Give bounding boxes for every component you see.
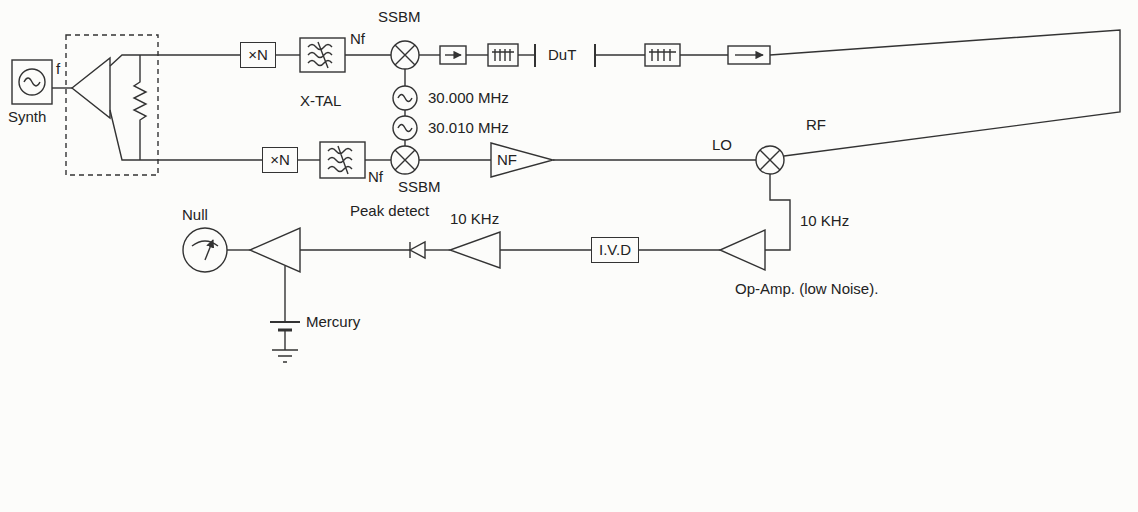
node-text: NF bbox=[497, 151, 517, 169]
meter-symbol bbox=[183, 228, 227, 272]
mixer-symbol bbox=[756, 146, 784, 174]
isolator-box bbox=[728, 46, 770, 64]
wire bbox=[130, 54, 240, 55]
wire bbox=[284, 266, 285, 322]
signal-label: f bbox=[56, 60, 60, 78]
filter-waves bbox=[328, 146, 352, 174]
signal-label: Null bbox=[182, 206, 208, 224]
wire bbox=[130, 159, 262, 160]
amplifier-symbol bbox=[450, 232, 500, 268]
filter-waves bbox=[308, 42, 332, 68]
signal-label: LO bbox=[712, 136, 732, 154]
filter-box bbox=[488, 44, 518, 66]
node-text: ×N bbox=[270, 151, 290, 169]
oscillator-symbol bbox=[393, 116, 417, 140]
signal-label: Peak detect bbox=[350, 202, 429, 220]
wire bbox=[110, 55, 130, 66]
wire bbox=[365, 159, 391, 160]
wire bbox=[419, 159, 491, 160]
sine-symbol bbox=[24, 78, 40, 86]
signal-label: RF bbox=[806, 116, 826, 134]
mixer-symbol bbox=[391, 41, 419, 69]
signal-label: Op-Amp. (low Noise). bbox=[735, 280, 878, 298]
wire bbox=[765, 174, 790, 250]
wire bbox=[345, 54, 391, 55]
signal-label: Synth bbox=[8, 108, 46, 126]
wire bbox=[298, 159, 320, 160]
ground-symbol bbox=[272, 350, 298, 362]
signal-label: 30.010 MHz bbox=[428, 119, 509, 137]
splitter-outline bbox=[66, 35, 158, 175]
synth-symbol bbox=[19, 69, 45, 95]
wire bbox=[425, 249, 450, 250]
wire bbox=[227, 249, 250, 250]
wire bbox=[680, 54, 728, 55]
mixer-symbol bbox=[391, 146, 419, 174]
mixer-cross bbox=[760, 150, 780, 170]
wire bbox=[300, 249, 410, 250]
amplifier-symbol bbox=[250, 228, 300, 272]
amplifier-symbol bbox=[491, 143, 553, 177]
wire bbox=[466, 54, 488, 55]
synth-box bbox=[12, 60, 52, 104]
wire bbox=[276, 54, 300, 55]
signal-label: SSBM bbox=[398, 178, 441, 196]
wire bbox=[110, 110, 130, 160]
wire bbox=[419, 54, 440, 55]
multiplier-box: ×N bbox=[262, 147, 298, 173]
resistor-symbol bbox=[134, 55, 146, 160]
amplifier-symbol bbox=[720, 230, 765, 270]
signal-label: Mercury bbox=[306, 313, 360, 331]
signal-label: X-TAL bbox=[300, 92, 341, 110]
wire bbox=[404, 69, 405, 86]
oscillator-symbol bbox=[393, 86, 417, 110]
connector-bar bbox=[534, 44, 536, 67]
isolator-arrow bbox=[735, 54, 763, 55]
meter-needle bbox=[205, 240, 213, 260]
wire bbox=[595, 54, 645, 55]
splitter-symbol bbox=[72, 58, 110, 118]
signal-label: 10 KHz bbox=[450, 210, 499, 228]
diode-symbol bbox=[410, 242, 425, 258]
ivd-box: I.V.D bbox=[591, 237, 639, 263]
filter-ticks bbox=[492, 49, 514, 61]
signal-label: 10 KHz bbox=[800, 212, 849, 230]
sine-symbol bbox=[398, 125, 412, 132]
wire bbox=[404, 110, 405, 116]
isolator-box bbox=[440, 46, 466, 64]
filter-ticks bbox=[649, 49, 676, 61]
wire bbox=[52, 87, 72, 88]
multiplier-box: ×N bbox=[240, 42, 276, 68]
filter-symbol bbox=[300, 38, 345, 72]
isolator-arrow bbox=[445, 54, 461, 55]
node-text: ×N bbox=[248, 46, 268, 64]
filter-box bbox=[645, 44, 680, 66]
wire bbox=[770, 30, 1120, 156]
mixer-cross bbox=[395, 45, 415, 65]
wire bbox=[518, 54, 535, 55]
signal-label: DuT bbox=[548, 46, 576, 64]
wire bbox=[404, 140, 405, 146]
signal-label: Nf bbox=[350, 30, 365, 48]
signal-label: 30.000 MHz bbox=[428, 89, 509, 107]
amplifier-box: NF bbox=[491, 143, 553, 177]
wire bbox=[500, 249, 591, 250]
filter-symbol bbox=[320, 142, 365, 178]
battery-symbol bbox=[270, 321, 300, 323]
node-text: I.V.D bbox=[599, 241, 631, 259]
sine-symbol bbox=[398, 95, 412, 102]
signal-label: SSBM bbox=[378, 8, 421, 26]
signal-label: Nf bbox=[368, 168, 383, 186]
wire bbox=[284, 330, 285, 350]
wire bbox=[639, 249, 720, 250]
wire bbox=[553, 159, 756, 160]
meter-scale bbox=[192, 241, 218, 246]
mixer-cross bbox=[395, 150, 415, 170]
